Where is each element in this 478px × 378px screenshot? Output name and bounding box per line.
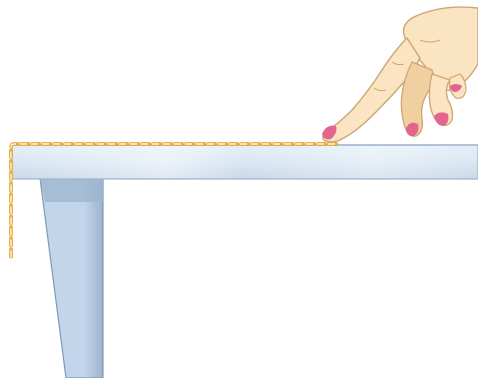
- ring-fingernail: [434, 112, 449, 126]
- hand-pointing-icon: [322, 7, 478, 142]
- table-leg-shadow: [40, 178, 103, 202]
- table-leg: [40, 178, 103, 378]
- tabletop-sheen: [13, 146, 478, 178]
- table-leg-body: [40, 178, 103, 378]
- tabletop: [12, 145, 478, 179]
